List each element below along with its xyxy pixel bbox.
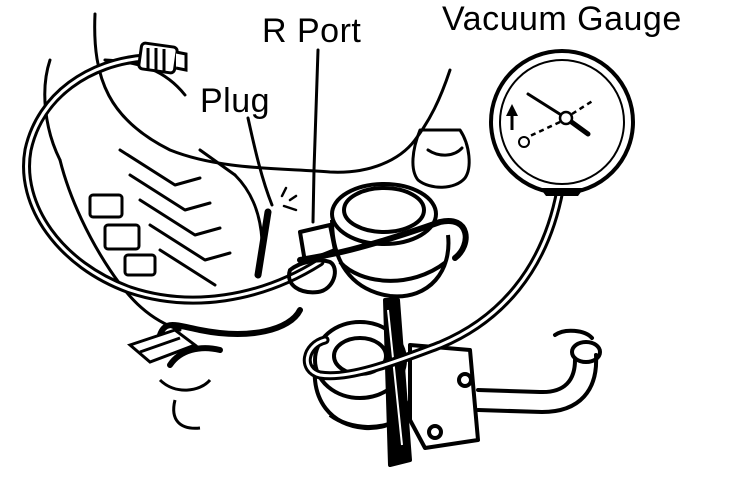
lower-valve [312, 298, 480, 467]
r-port-label: R Port [262, 12, 362, 50]
exhaust-pipe [476, 328, 602, 415]
plug-icon [246, 116, 298, 279]
hose-connector-fitting [137, 41, 188, 75]
hose-to-gauge [302, 185, 565, 381]
up-arrow-icon [506, 104, 518, 130]
hose-clip [127, 328, 212, 430]
vacuum-gauge-dial [489, 49, 635, 196]
engine-block [43, 12, 471, 332]
hose-loop [157, 217, 469, 368]
plug-label: Plug [200, 82, 271, 120]
hose-left [22, 53, 325, 305]
vacuum-gauge-label: Vacuum Gauge [442, 0, 682, 38]
r-port-leader [311, 48, 320, 224]
